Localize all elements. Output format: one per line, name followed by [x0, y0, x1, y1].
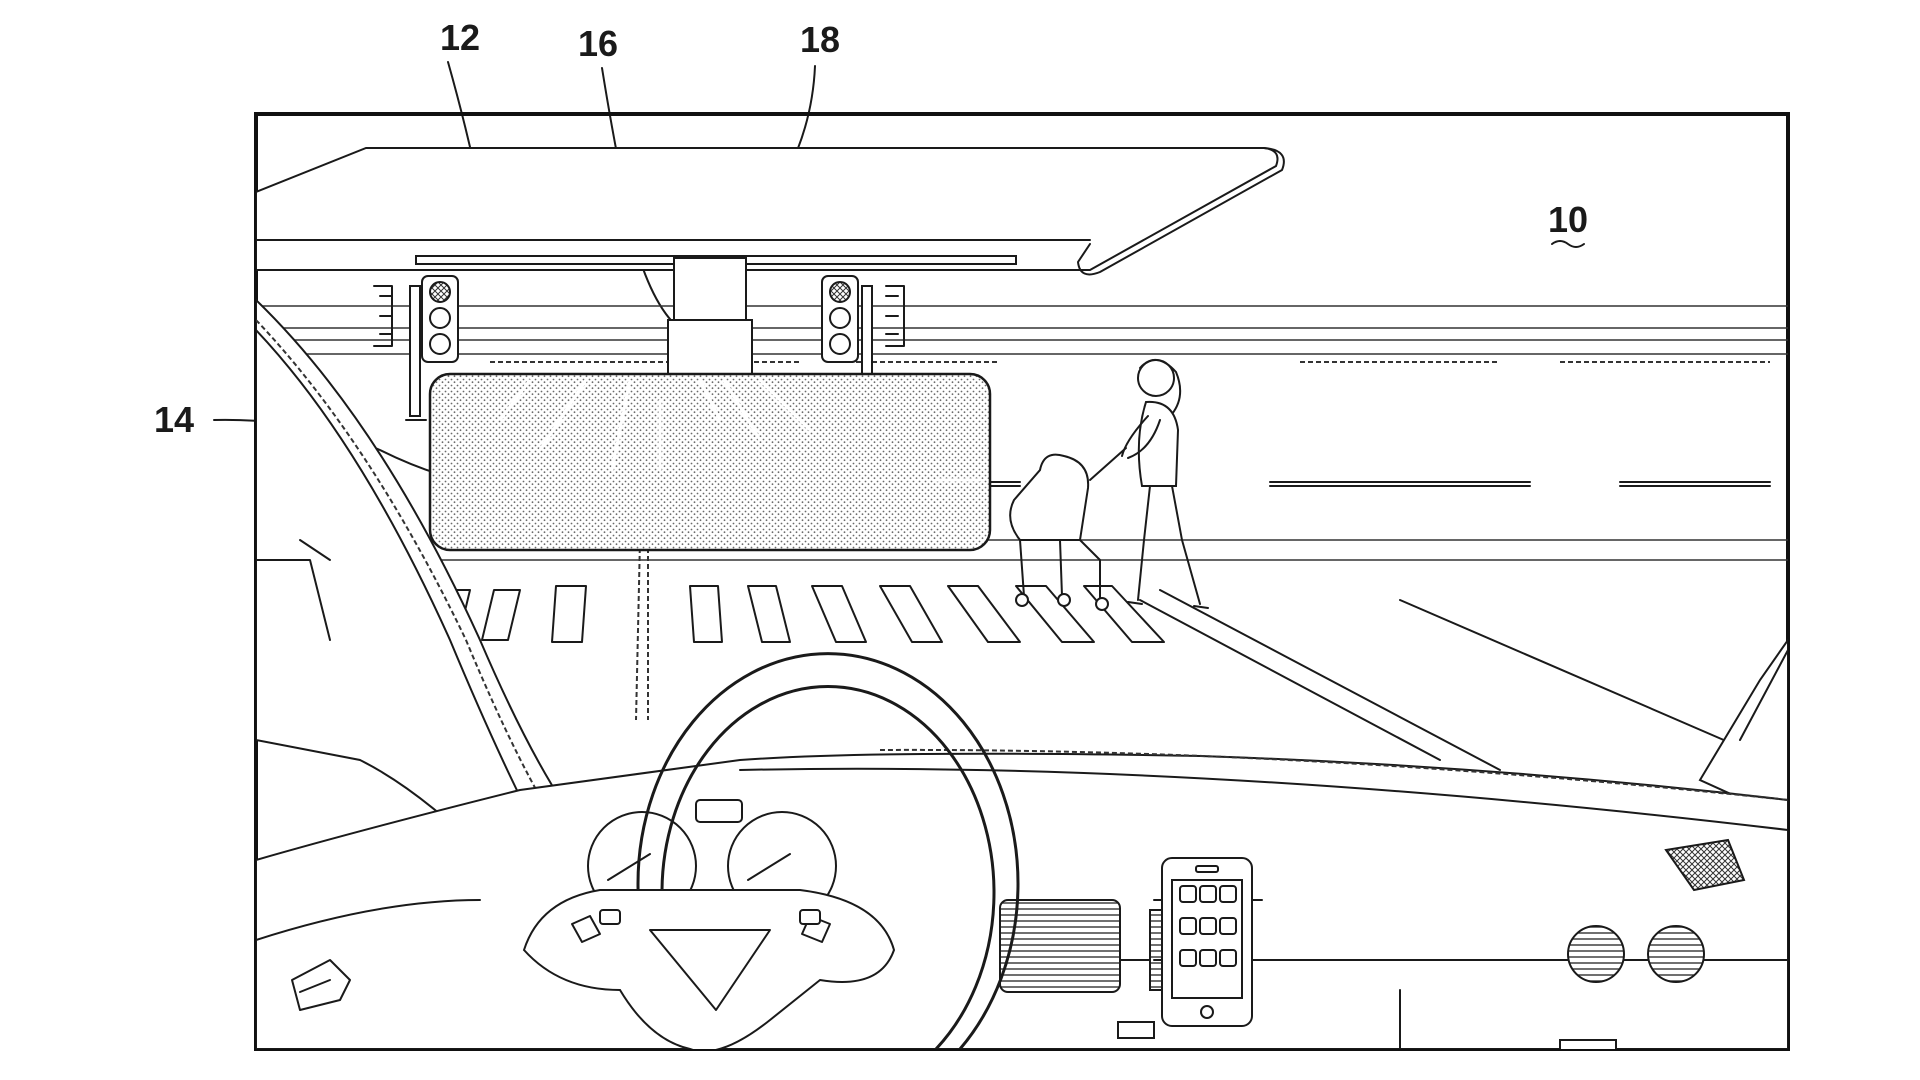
display-panel [430, 374, 990, 550]
ref-underline-10 [1552, 241, 1584, 247]
projector-unit-lower [668, 320, 752, 374]
canopy-structure [256, 148, 1284, 274]
ref-label-12: 12 [440, 17, 480, 58]
smartphone-icon [1154, 858, 1262, 1026]
air-vent-icon [1648, 926, 1704, 982]
air-vent-icon [1000, 900, 1120, 992]
air-vent-icon [1568, 926, 1624, 982]
ref-label-18: 18 [800, 19, 840, 60]
ref-label-16: 16 [578, 23, 618, 64]
crosswalk [440, 586, 1164, 642]
pedestrian-with-stroller-icon [1010, 360, 1208, 610]
ref-label-10: 10 [1548, 199, 1588, 240]
ref-label-14: 14 [154, 399, 194, 440]
projector-unit-upper [674, 258, 746, 320]
